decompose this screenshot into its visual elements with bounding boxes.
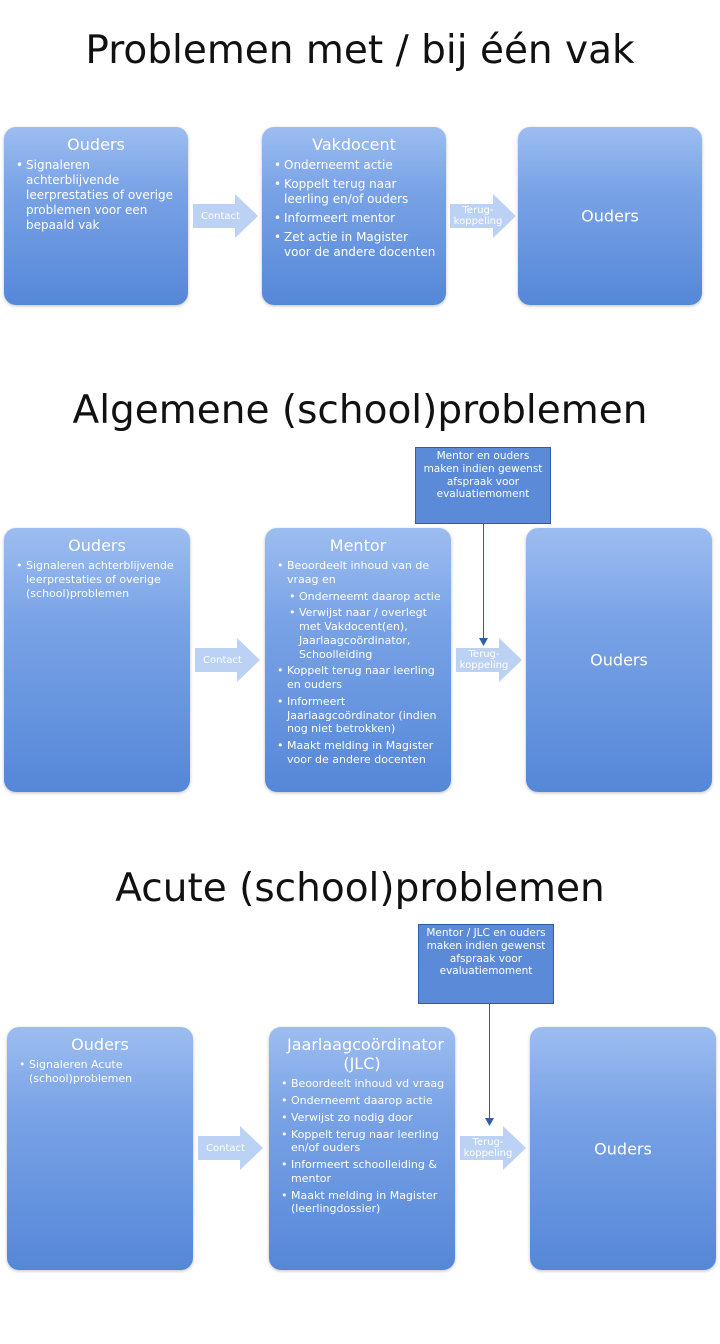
box-title: Ouders — [590, 650, 648, 670]
section-3-title: Acute (school)problemen — [115, 866, 605, 911]
box-title: Jaarlaagcoördinator (JLC) — [287, 1035, 444, 1074]
arrow-label: Contact — [201, 210, 240, 222]
box-title: Ouders — [67, 135, 125, 154]
note-connector-line — [483, 524, 484, 642]
arrow-label: Contact — [203, 654, 242, 666]
list-item: Maakt melding in Magister voor de andere… — [277, 739, 441, 767]
list-item: Informeert schoolleiding & mentor — [281, 1158, 445, 1186]
list-item: Koppelt terug naar leerling en/of ouders — [274, 177, 436, 207]
section-2-title: Algemene (school)problemen — [72, 388, 648, 433]
contact-arrow: Contact — [195, 638, 260, 682]
list-item: Onderneemt actie — [274, 158, 436, 173]
contact-arrow: Contact — [198, 1126, 263, 1170]
section-3-ouders-result-box: Ouders — [530, 1027, 716, 1270]
box-title: Ouders — [68, 536, 126, 555]
section-3-note: Mentor / JLC en ouders maken indien gewe… — [418, 924, 554, 1004]
list-item: Beoordeelt inhoud van de vraag en — [277, 559, 441, 587]
list-item: Signaleren Acute (school)problemen — [19, 1058, 183, 1086]
list-item: Informeert Jaarlaagcoördinator (indien n… — [277, 695, 441, 736]
list-item: Signaleren achterblijvende leerprestatie… — [16, 158, 178, 233]
note-connector-arrowhead — [479, 638, 488, 646]
list-item: Informeert mentor — [274, 211, 436, 226]
box-title: Ouders — [594, 1139, 652, 1158]
section-2-ouders-box: Ouders Signaleren achterblijvende leerpr… — [4, 528, 190, 792]
list-item: Zet actie in Magister voor de andere doc… — [274, 230, 436, 260]
section-1-title: Problemen met / bij één vak — [85, 28, 635, 73]
arrow-label: Terug-koppeling — [459, 649, 509, 671]
list-item: Koppelt terug naar leerling en/of ouders — [281, 1128, 445, 1156]
section-2-mentor-box: Mentor Beoordeelt inhoud van de vraag en… — [265, 528, 451, 792]
section-3-ouders-box: Ouders Signaleren Acute (school)probleme… — [7, 1027, 193, 1270]
section-1-ouders-box: Ouders Signaleren achterblijvende leerpr… — [4, 127, 188, 305]
terugkoppeling-arrow: Terug-koppeling — [456, 638, 522, 682]
arrow-label: Contact — [206, 1142, 245, 1154]
box-title: Vakdocent — [312, 135, 396, 154]
list-item: Signaleren achterblijvende leerprestatie… — [16, 559, 180, 600]
list-item: Beoordeelt inhoud vd vraag — [281, 1077, 445, 1091]
section-1-vakdocent-box: Vakdocent Onderneemt actie Koppelt terug… — [262, 127, 446, 305]
note-connector-line — [489, 1004, 490, 1122]
list-item: Verwijst zo nodig door — [281, 1111, 445, 1125]
list-subitem: Verwijst naar / overlegt met Vakdocent(e… — [289, 606, 441, 661]
list-subitem: Onderneemt daarop actie — [289, 590, 441, 604]
list-item: Koppelt terug naar leerling en ouders — [277, 664, 441, 692]
terugkoppeling-arrow: Terug-koppeling — [460, 1126, 526, 1170]
box-title: Mentor — [329, 536, 387, 555]
list-item: Maakt melding in Magister (leerlingdossi… — [281, 1189, 445, 1217]
note-connector-arrowhead — [485, 1118, 494, 1126]
arrow-label: Terug-koppeling — [463, 1137, 513, 1159]
section-3-jlc-box: Jaarlaagcoördinator (JLC) Beoordeelt inh… — [269, 1027, 455, 1270]
section-2-ouders-result-box: Ouders — [526, 528, 712, 792]
section-2-note: Mentor en ouders maken indien gewenst af… — [415, 447, 551, 524]
contact-arrow: Contact — [193, 194, 258, 238]
section-1-ouders-result-box: Ouders — [518, 127, 702, 305]
list-item: Onderneemt daarop actie — [281, 1094, 445, 1108]
terugkoppeling-arrow: Terug-koppeling — [450, 194, 516, 238]
box-title: Ouders — [581, 206, 639, 226]
box-title: Ouders — [71, 1035, 129, 1054]
arrow-label: Terug-koppeling — [453, 205, 503, 227]
